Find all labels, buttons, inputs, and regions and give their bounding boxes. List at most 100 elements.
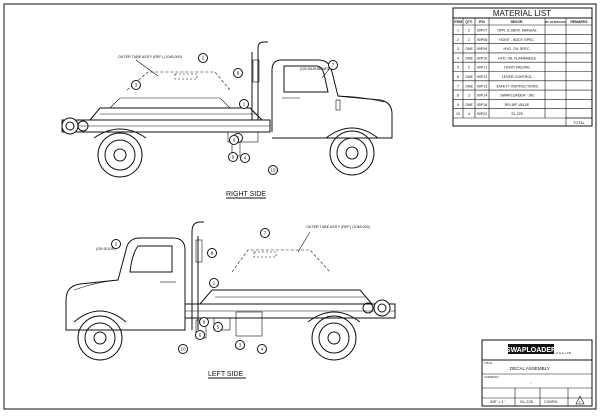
material-list-header: REMARKS — [570, 20, 588, 24]
rev-triangle-icon — [575, 395, 585, 405]
revision: 1 — [579, 400, 581, 404]
material-list-cell: SAFETY INSTRUCTIONS — [496, 84, 538, 88]
material-list-cell: 8 — [457, 94, 459, 98]
material-list-cell: SWAPLOADER - JIB — [500, 94, 534, 98]
cab — [271, 59, 393, 139]
left-balloon — [207, 248, 217, 258]
right-balloon-label: 7 — [332, 63, 335, 68]
drawing-number: SL-225 — [520, 399, 534, 404]
material-list-cell: 7 — [457, 84, 459, 88]
material-list-cell: 3 — [457, 47, 459, 51]
right-balloon-label: 1 — [243, 102, 246, 107]
material-list-cell: 9 — [457, 103, 459, 107]
right-balloon — [233, 68, 243, 78]
left-side-view: OUTER TUBE ASS'Y (REF.) (1045-000) (ON D… — [65, 221, 396, 379]
right-balloon — [239, 99, 249, 109]
material-list-cell: 90P11 — [477, 66, 487, 70]
left-balloon — [260, 228, 270, 238]
dash-note: (ON DASHBOARD) — [300, 67, 332, 71]
material-list-cell: ONE — [465, 47, 473, 51]
left-balloon-label: 8 — [211, 251, 214, 256]
left-balloon-label: 6 — [199, 333, 202, 338]
cab-window-left — [129, 245, 173, 273]
material-list-cell: 90P10 — [477, 56, 487, 60]
right-rear-wheel — [97, 132, 143, 178]
right-balloon-label: 4 — [244, 156, 247, 161]
material-list-cell: 90P18 — [477, 103, 487, 107]
material-list-header: P/N — [479, 20, 485, 24]
outer-tube-note-left: OUTER TUBE ASS'Y (REF.) (1045-000) — [306, 225, 370, 229]
material-list-cell: LEVER CONTROL — [502, 75, 532, 79]
decal-8-left — [195, 239, 203, 263]
material-list-cell: 2 — [468, 66, 470, 70]
material-list-cell: 10 — [456, 112, 460, 116]
material-list-cell: 90P13 — [477, 84, 487, 88]
left-balloon-label: 10 — [180, 347, 186, 352]
outer-tube-note: OUTER TUBE ASS'Y (REF.) (1045-000) — [118, 55, 182, 59]
sheet-config: CONFIG — [544, 400, 558, 404]
right-balloon — [131, 80, 141, 90]
brand-logo — [508, 344, 554, 354]
material-list-cell: RELIEF VALVE — [505, 103, 530, 107]
material-list-cell: 2 — [468, 29, 470, 33]
material-list-cell: SL-225 — [511, 112, 523, 116]
material-list-cell: 90P12 — [477, 75, 487, 79]
material-list-cell: 6 — [457, 75, 459, 79]
company-value: - — [530, 380, 532, 385]
brand-name: SWAPLOADER — [506, 347, 556, 354]
material-list-cell: HYD. OIL FLAMMABLE — [498, 56, 537, 60]
material-list-total: TOTAL — [573, 121, 584, 125]
door-note: (ON DOOR) — [96, 247, 116, 251]
right-balloon-label: 10 — [270, 168, 276, 173]
material-list-cell: 90P08 — [477, 38, 487, 42]
material-list-cell: 90P07 — [477, 29, 487, 33]
right-balloon-label: 3 — [135, 83, 138, 88]
material-list-title: MATERIAL LIST — [493, 9, 551, 18]
material-list-header: DESCR. — [511, 20, 524, 24]
right-balloon — [268, 165, 278, 175]
left-rear-wheel — [311, 315, 357, 361]
left-balloon-label: 1 — [213, 281, 216, 286]
left-side-label: LEFT SIDE — [208, 371, 244, 378]
right-balloon-label: 8 — [237, 71, 240, 76]
material-list-cell: 1 — [457, 29, 459, 33]
exhaust-stack — [191, 221, 204, 330]
company-label: COMPANY — [484, 375, 499, 379]
material-list-header: ITEM — [454, 20, 462, 24]
left-front-wheel — [77, 315, 123, 361]
right-balloon — [240, 153, 250, 163]
left-balloon — [235, 340, 245, 350]
left-balloon-label: 5 — [217, 325, 220, 330]
material-list-cell: ONE — [465, 84, 473, 88]
right-front-wheel — [329, 130, 375, 176]
cab-window — [283, 65, 329, 93]
material-list-cell: HYD. OIL SPEC. — [503, 47, 530, 51]
rear-roller — [61, 117, 79, 135]
cab-left — [65, 237, 186, 331]
material-list-cell: 90P22 — [477, 112, 487, 116]
material-list-cell: ONE — [465, 75, 473, 79]
material-list-cell: HOIST FAILING — [504, 66, 530, 70]
material-list-cell: ONE — [465, 56, 473, 60]
material-list-header: WT.-LB PER EACH — [545, 21, 566, 24]
right-balloon — [198, 53, 208, 63]
right-side-label: RIGHT SIDE — [226, 191, 266, 198]
left-balloon — [111, 239, 121, 249]
left-balloon-label: 9 — [203, 320, 206, 325]
right-balloon-label: 2 — [202, 56, 205, 61]
material-list-cell: 90P09 — [477, 47, 487, 51]
material-list-cell: 4 — [468, 112, 470, 116]
right-balloon — [229, 135, 239, 145]
left-balloon — [199, 317, 209, 327]
material-list-cell: 90P14 — [477, 94, 487, 98]
material-list-cell: ONE — [465, 103, 473, 107]
left-balloon — [195, 330, 205, 340]
scale-value: 3/8" = 1' — [490, 399, 505, 404]
material-list-cell: 2 — [457, 38, 459, 42]
material-list-header: QTY. — [465, 20, 473, 24]
material-list-cell: 3 — [468, 94, 470, 98]
material-list-cell: HOIST - BODY SPEC. — [499, 38, 535, 42]
